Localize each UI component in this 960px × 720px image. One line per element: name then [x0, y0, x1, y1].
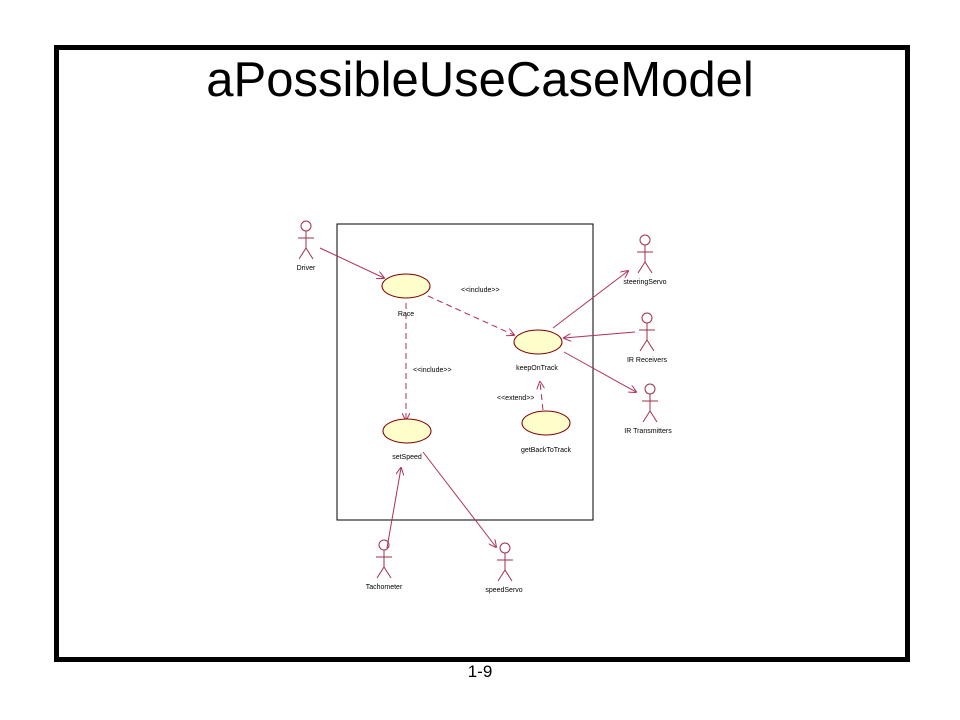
- actor-driver-label: Driver: [297, 265, 316, 272]
- actor-ir-receivers[interactable]: IR Receivers: [627, 312, 668, 364]
- system-boundary: [336, 223, 594, 521]
- association-tachometer-setspeed: [386, 468, 401, 549]
- page-number: 1-9: [467, 662, 493, 681]
- actor-steering-servo[interactable]: steeringServo: [623, 234, 667, 286]
- actor-driver[interactable]: Driver: [297, 220, 316, 272]
- association-keepontrack-irtransmitters: [563, 351, 636, 392]
- actor-tachometer[interactable]: Tachometer: [366, 539, 403, 591]
- actor-tachometer-label: Tachometer: [366, 584, 403, 591]
- use-case-race-label: Race: [398, 311, 414, 318]
- actor-speed-servo-label: speedServo: [485, 587, 522, 594]
- actor-ir-transmitters-label: IR Transmitters: [624, 428, 672, 435]
- slide-title: aPossibleUseCaseModel: [206, 53, 754, 107]
- include-label-keepontrack: <<include>>: [461, 287, 500, 294]
- actor-ir-transmitters[interactable]: IR Transmitters: [624, 383, 672, 435]
- use-case-get-back-to-track[interactable]: getBackToTrack: [521, 410, 571, 454]
- actor-speed-servo[interactable]: speedServo: [485, 542, 523, 594]
- association-keepontrack-steeringservo: [552, 271, 628, 329]
- use-case-keep-on-track[interactable]: keepOnTrack: [513, 329, 563, 372]
- use-case-get-back-to-track-label: getBackToTrack: [521, 447, 571, 454]
- use-case-keep-on-track-label: keepOnTrack: [516, 365, 558, 372]
- slide-frame: [54, 45, 910, 662]
- association-driver-race: [319, 247, 384, 278]
- include-label-setspeed: <<include>>: [413, 367, 452, 374]
- use-case-set-speed[interactable]: setSpeed: [382, 418, 432, 461]
- extend-label-getbacktotrack: <<extend>>: [497, 395, 534, 402]
- extend-getbacktotrack-keepontrack: [540, 382, 543, 411]
- association-irreceivers-keepontrack: [564, 331, 636, 338]
- include-race-keepontrack: [427, 295, 514, 335]
- use-case-set-speed-label: setSpeed: [392, 454, 422, 461]
- association-setspeed-speedservo: [422, 451, 496, 547]
- actor-ir-receivers-label: IR Receivers: [627, 357, 668, 364]
- use-case-race[interactable]: Race: [381, 273, 431, 318]
- actor-steering-servo-label: steeringServo: [623, 279, 666, 286]
